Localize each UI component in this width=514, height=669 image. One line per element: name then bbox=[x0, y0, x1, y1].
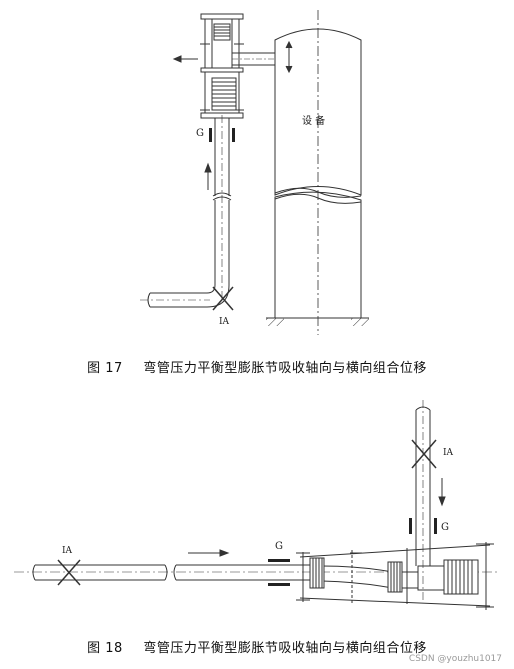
guide-marker-17 bbox=[209, 128, 235, 142]
bellows-2 bbox=[387, 561, 403, 593]
expansion-joint-horizontal bbox=[296, 542, 494, 610]
elbow-pipe bbox=[140, 284, 230, 308]
left-pipe-segment bbox=[32, 564, 168, 581]
guide-label-18-right: G bbox=[441, 522, 449, 533]
equipment-label: 设 备 bbox=[302, 114, 325, 127]
figure-17-caption-text: 弯管压力平衡型膨胀节吸收轴向与横向组合位移 bbox=[143, 361, 427, 376]
watermark: CSDN @youzhu1017 bbox=[408, 654, 502, 664]
anchor-label-17: IA bbox=[219, 317, 230, 327]
vertical-branch-pipe bbox=[415, 400, 431, 600]
anchor-x-17 bbox=[212, 286, 234, 311]
bellows-3 bbox=[443, 559, 479, 595]
figure-18-caption-text: 弯管压力平衡型膨胀节吸收轴向与横向组合位移 bbox=[143, 641, 427, 656]
figure-17 bbox=[140, 10, 369, 335]
figure-18-caption: 图 18 弯管压力平衡型膨胀节吸收轴向与横向组合位移 bbox=[0, 637, 514, 656]
figure-17-caption: 图 17 弯管压力平衡型膨胀节吸收轴向与横向组合位移 bbox=[0, 357, 514, 376]
figure-18-label: 图 bbox=[87, 641, 101, 656]
anchor-x-18-left bbox=[57, 559, 81, 586]
figure-17-number: 17 bbox=[105, 361, 123, 376]
equipment-vessel bbox=[266, 10, 369, 335]
upper-bellows bbox=[213, 23, 231, 41]
anchor-label-18-left: IA bbox=[62, 546, 73, 556]
anchor-x-18-top bbox=[411, 439, 437, 469]
figure-17-label: 图 bbox=[87, 361, 101, 376]
middle-pipe-segment bbox=[173, 564, 310, 581]
bellows-1 bbox=[309, 557, 325, 589]
figure-18 bbox=[14, 400, 500, 610]
guide-marker-18-right bbox=[409, 518, 437, 534]
guide-marker-18-left bbox=[268, 559, 290, 586]
vertical-pipe bbox=[212, 115, 232, 300]
guide-label-18-left: G bbox=[275, 541, 283, 552]
guide-label-17: G bbox=[196, 128, 204, 139]
lower-bellows bbox=[211, 77, 237, 111]
figure-18-number: 18 bbox=[105, 641, 123, 656]
anchor-label-18-top: IA bbox=[443, 448, 454, 458]
expansion-joint-vertical bbox=[200, 13, 244, 119]
side-nozzle bbox=[231, 52, 276, 66]
